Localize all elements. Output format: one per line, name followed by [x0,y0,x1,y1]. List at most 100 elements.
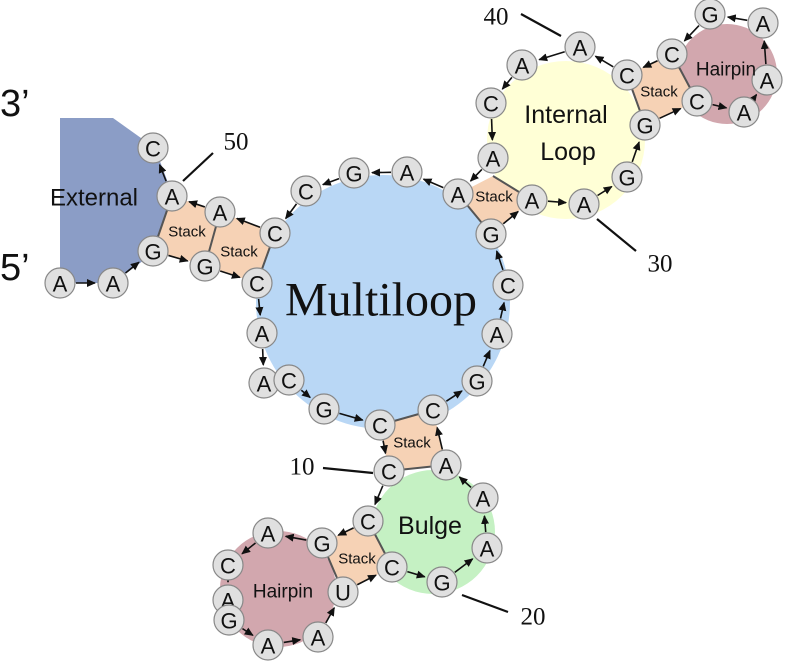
nucleotide-circle [338,157,370,189]
nucleotide-circle [308,393,340,425]
stack-region-top [627,54,697,125]
nucleotide-circle [426,566,458,598]
nucleotide-letter: G [144,240,161,265]
nucleotide-circle [213,604,245,636]
position-label-50: 50 [224,129,249,156]
nucleotide-circle [137,235,169,267]
nucleotide: A [747,7,779,39]
nucleotide-circle [259,217,291,249]
five-prime-label: 5’ [0,247,30,289]
nucleotide: A [442,178,474,210]
nucleotide-letter: C [500,274,516,299]
nucleotide: C [656,38,688,70]
nucleotide-letter: C [384,556,400,581]
nucleotide-circle [481,318,513,350]
backbone-arrow [219,270,241,279]
nucleotide-circle [492,269,524,301]
backbone-arrow [380,440,388,455]
nucleotide-letter: C [689,90,705,115]
nucleotide-letter: A [573,36,588,61]
nucleotide: C [352,505,384,537]
nucleotide-letter: A [106,272,121,297]
nucleotide-letter: G [701,3,718,28]
nucleotide-letter: A [261,634,276,659]
nucleotide-letter: A [476,487,491,512]
hairpin-bottom-region [220,531,336,647]
backbone-arrow [502,210,519,225]
nucleotide: U [327,576,359,608]
nucleotide-circle [44,267,76,299]
stack-region-external [153,196,220,266]
backbone-arrow [337,527,354,536]
nucleotide-circle [461,365,493,397]
nucleotide: A [471,532,503,564]
backbone-arrow [495,250,504,271]
backbone-arrow [748,93,758,104]
nucleotide-letter: A [760,69,775,94]
nucleotide-circle [477,142,509,174]
backbone-arrows [76,14,769,646]
nucleotide-circle [391,156,423,188]
nucleotide-circle [252,629,284,661]
nucleotide-circle [302,621,334,653]
nucleotide-letter: A [490,323,505,348]
stack-label-internal: Stack [475,189,513,206]
backbone-arrow [659,107,682,120]
backbone-arrow [235,217,261,229]
bulge-label: Bulge [398,512,462,540]
nucleotide-letter: C [298,180,314,205]
backbone-arrow [255,298,264,317]
nucleotide-letter: G [313,532,330,557]
nucleotide-circle [156,180,188,212]
multiloop-label: Multiloop [285,274,477,327]
nucleotide-circle [352,505,384,537]
backbone-arrow [458,476,472,488]
nucleotide-letter: A [756,12,771,37]
nucleotide: A [391,156,423,188]
position-tick-20 [461,593,509,614]
nucleotide: G [189,250,221,282]
nucleotide: G [137,235,169,267]
nucleotide-circle [475,87,507,119]
nucleotide-letter: C [267,222,283,247]
nucleotide-letter: A [577,193,592,218]
position-tick-10 [322,466,374,475]
stack-label-left: Stack [220,244,258,261]
backbone-arrow [726,14,748,23]
nucleotide: G [213,604,245,636]
nucleotide-letter: A [451,183,466,208]
nucleotide-circle [189,250,221,282]
nucleotide: C [212,549,244,581]
position-tick-30 [596,218,637,252]
backbone-arrow [422,178,444,189]
nucleotide-circle [246,317,278,349]
backbone-arrow [374,485,384,506]
stack-labels: Stack Stack Stack Stack Stack Stack [168,84,678,568]
nucleotide-letter: A [311,626,326,651]
stack-region-bottom-center [380,410,446,471]
backbone-arrow [498,301,507,319]
backbone-arrow [712,102,728,110]
nucleotide-letter: A [261,522,276,547]
nucleotide: C [611,59,643,91]
nucleotide: G [308,393,340,425]
backbone-arrow [631,141,641,163]
nucleotide: G [475,218,507,250]
nucleotide-circle [252,517,284,549]
nucleotide-letter: C [664,43,680,68]
loop-regions [60,24,777,647]
backbone-arrow [283,637,302,646]
backbone-arrow [241,542,257,555]
nucleotide-circle [471,532,503,564]
backbone-arrow [158,163,167,182]
nucleotide: A [564,31,596,63]
nucleotide-circle [751,64,783,96]
backbone-arrow [481,514,490,533]
nucleotide-letter: A [53,272,68,297]
nucleotide-letter: A [400,161,415,186]
stack-label-external: Stack [168,224,206,241]
nucleotide-letter: A [213,201,228,226]
